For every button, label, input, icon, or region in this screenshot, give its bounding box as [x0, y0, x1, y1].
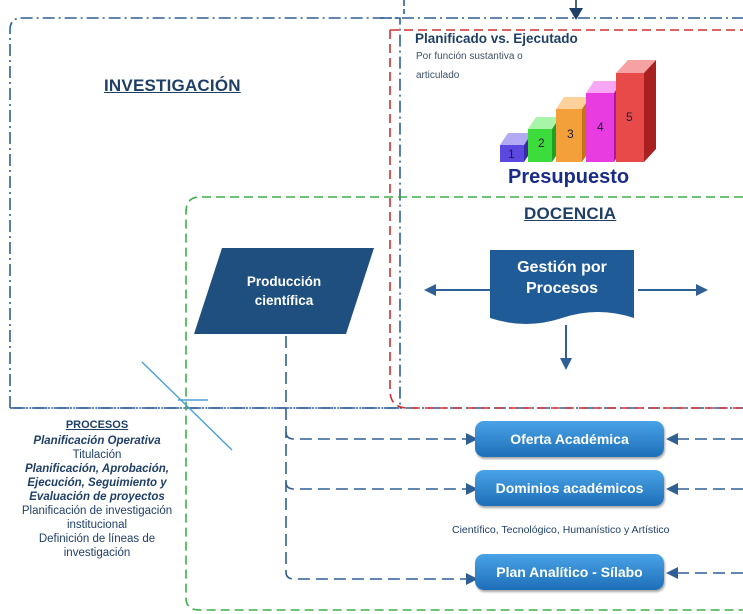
produccion-line1: Producción — [246, 274, 322, 289]
dominios-academicos-button[interactable]: Dominios académicos — [475, 470, 664, 506]
procesos-line-8: Definición de líneas de — [38, 533, 156, 545]
gestion-line2: Procesos — [525, 280, 599, 297]
produccion-label: Producción científica — [218, 272, 350, 310]
presupuesto-label: Presupuesto — [508, 166, 630, 188]
procesos-line-6: Planificación de investigación — [21, 505, 173, 517]
procesos-line-4: Ejecución, Seguimiento y — [27, 477, 167, 489]
presupuesto-subtitle-1: Por función sustantiva o — [416, 51, 523, 62]
plan-analitico-button[interactable]: Plan Analítico - Sílabo — [475, 554, 664, 590]
procesos-title: PROCESOS — [65, 419, 129, 431]
presupuesto-title: Planificado vs. Ejecutado — [415, 31, 578, 46]
oferta-academica-button[interactable]: Oferta Académica — [475, 421, 664, 457]
gestion-line1: Gestión por — [517, 259, 607, 276]
step-label-5: 5 — [626, 110, 633, 124]
step-label-1: 1 — [508, 147, 515, 161]
procesos-block: PROCESOS Planificación Operativa Titulac… — [8, 418, 186, 560]
investigacion-border — [9, 17, 401, 409]
procesos-line-9: investigación — [63, 547, 131, 559]
presupuesto-border — [389, 29, 743, 409]
gestion-label: Gestión por Procesos — [490, 257, 634, 299]
gestion-shape — [490, 250, 634, 324]
presupuesto-staircase — [500, 60, 656, 162]
procesos-line-5: Evaluación de proyectos — [29, 491, 165, 503]
procesos-line-3: Planificación, Aprobación, — [25, 463, 169, 475]
investigacion-title: INVESTIGACIÓN — [104, 76, 241, 95]
docencia-title: DOCENCIA — [524, 204, 617, 223]
produccion-shape — [194, 248, 374, 334]
step-label-3: 3 — [567, 127, 574, 141]
produccion-line2: científica — [254, 293, 314, 308]
step-label-2: 2 — [538, 136, 545, 150]
step-label-4: 4 — [597, 120, 604, 134]
dominios-note: Científico, Tecnológico, Humanístico y A… — [452, 524, 670, 536]
procesos-line-2: Titulación — [72, 449, 122, 461]
procesos-line-7: institucional — [66, 519, 128, 531]
procesos-line-1: Planificación Operativa — [33, 435, 161, 447]
presupuesto-subtitle-2: articulado — [416, 70, 460, 81]
